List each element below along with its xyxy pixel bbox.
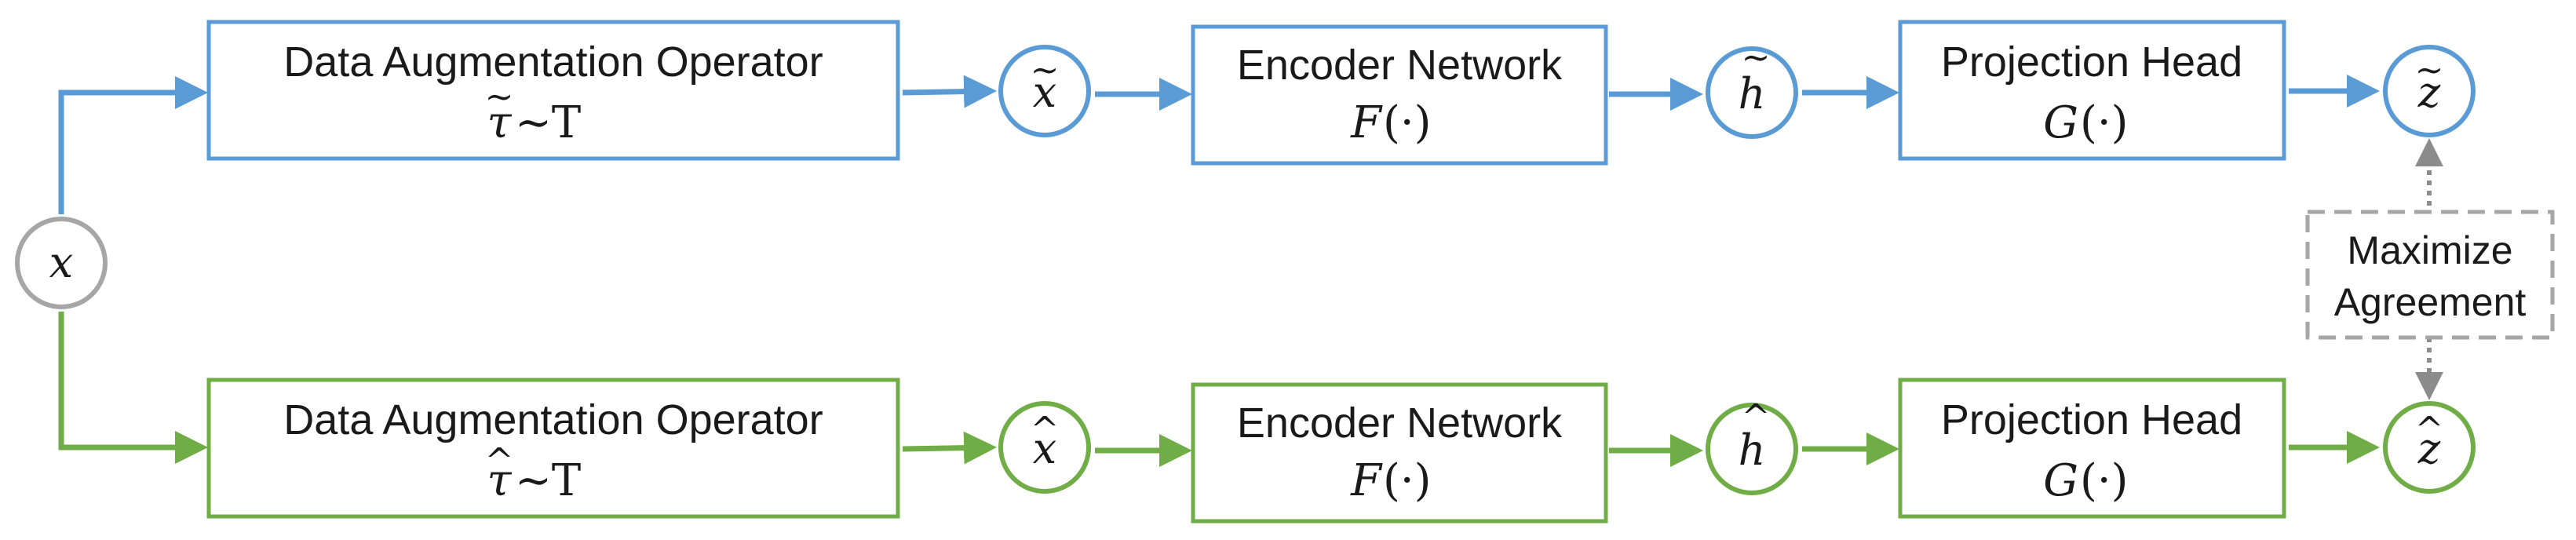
top-augmentation-accent: ~ [485,77,514,117]
top-encoder-args: (·) [1383,97,1432,148]
bottom-augmentation-box: Data Augmentation Operator τ ^ ∼T [206,378,900,519]
bottom-encoder-box: Encoder Network F (·) [1191,382,1608,524]
bottom-projection-rect [1898,378,2286,519]
top-output-symbol: z [2417,68,2441,117]
top-encoder-title: Encoder Network [1237,42,1563,89]
top-projection-box: Projection Head G (·) [1898,20,2286,161]
input-node-circle [15,217,108,309]
top-view-circle [998,45,1091,137]
bottom-encoder-rect [1191,382,1608,524]
top-augmentation-formula: τ ~ ∼T [485,77,582,148]
bottom-projection-box: Projection Head G (·) [1898,378,2286,519]
input-node-label: x [49,238,73,287]
bottom-view-circle [998,401,1091,494]
input-to-bottom-aug-arrow [58,312,208,464]
bottom-augmentation-rect [206,378,900,519]
bottom-augmentation-title: Data Augmentation Operator [283,396,823,443]
bottom-projection-fn: G [2043,455,2078,506]
top-representation-symbol: h [1739,69,1766,119]
top-augmentation-rect [206,20,900,161]
top-output-accent: ~ [2415,50,2444,90]
bottom-view-accent: ^ [1031,410,1060,450]
top-projection-rect [1898,20,2286,161]
top-projection-fn: G [2043,97,2078,148]
top-view-symbol: x [1033,68,1056,117]
bottom-augmentation-accent: ^ [485,441,514,481]
bottom-representation-symbol: h [1739,425,1766,475]
bottom-view-symbol: x [1033,424,1056,473]
bottom-view-node: ^ x [998,401,1091,494]
bottom-projection-formula: G (·) [2043,455,2128,506]
bottom-output-node: ^ z [2383,401,2476,494]
bottom-encoder-formula: F (·) [1350,455,1431,506]
input-node: x [15,217,108,309]
agreement-box [2305,210,2555,340]
bottom-encoder-title: Encoder Network [1237,400,1563,447]
bottom-representation-node: ^ h [1706,397,1798,495]
top-augmentation-title: Data Augmentation Operator [283,38,823,86]
bottom-augmentation-formula: τ ^ ∼T [485,441,582,506]
bottom-output-circle [2383,401,2476,494]
input-to-top-aug-arrow [58,76,208,214]
agreement-line2: Agreement [2334,280,2527,324]
top-branch-connectors [58,75,2380,214]
top-encoder-formula: F (·) [1350,97,1431,148]
bottom-representation-accent: ^ [1742,397,1771,437]
bottom-representation-circle [1706,403,1798,495]
bottom-output-accent: ^ [2415,410,2444,450]
bottom-augmentation-var: τ [487,455,513,506]
bottom-branch-connectors [58,312,2380,467]
bottom-output-symbol: z [2417,424,2441,473]
top-augmentation-var: τ [487,97,513,148]
top-projection-args: (·) [2080,97,2129,148]
top-representation-accent: ~ [1742,38,1771,78]
top-augmentation-dist: ∼T [515,97,581,148]
top-projection-title: Projection Head [1941,38,2242,86]
top-aug-to-view-arrow [902,75,997,108]
top-representation-node: ~ h [1706,38,1798,139]
bottom-encoder-fn: F [1350,455,1383,506]
top-output-circle [2383,45,2476,137]
bottom-aug-to-view-arrow [902,431,997,465]
top-output-node: ~ z [2383,45,2476,137]
top-encoder-rect [1191,24,1608,166]
top-augmentation-box: Data Augmentation Operator τ ~ ∼T [206,20,900,161]
bottom-augmentation-dist: ∼T [515,455,581,506]
top-encoder-fn: F [1350,97,1383,148]
top-projection-formula: G (·) [2043,97,2128,148]
bottom-encoder-args: (·) [1383,455,1432,506]
bottom-projection-title: Projection Head [1941,396,2242,443]
top-view-accent: ~ [1031,50,1060,90]
top-view-node: ~ x [998,45,1091,137]
agreement-group: Maximize Agreement [2305,138,2555,400]
top-representation-circle [1706,46,1798,139]
bottom-projection-args: (·) [2080,455,2129,506]
top-encoder-box: Encoder Network F (·) [1191,24,1608,166]
agreement-line1: Maximize [2347,228,2512,272]
